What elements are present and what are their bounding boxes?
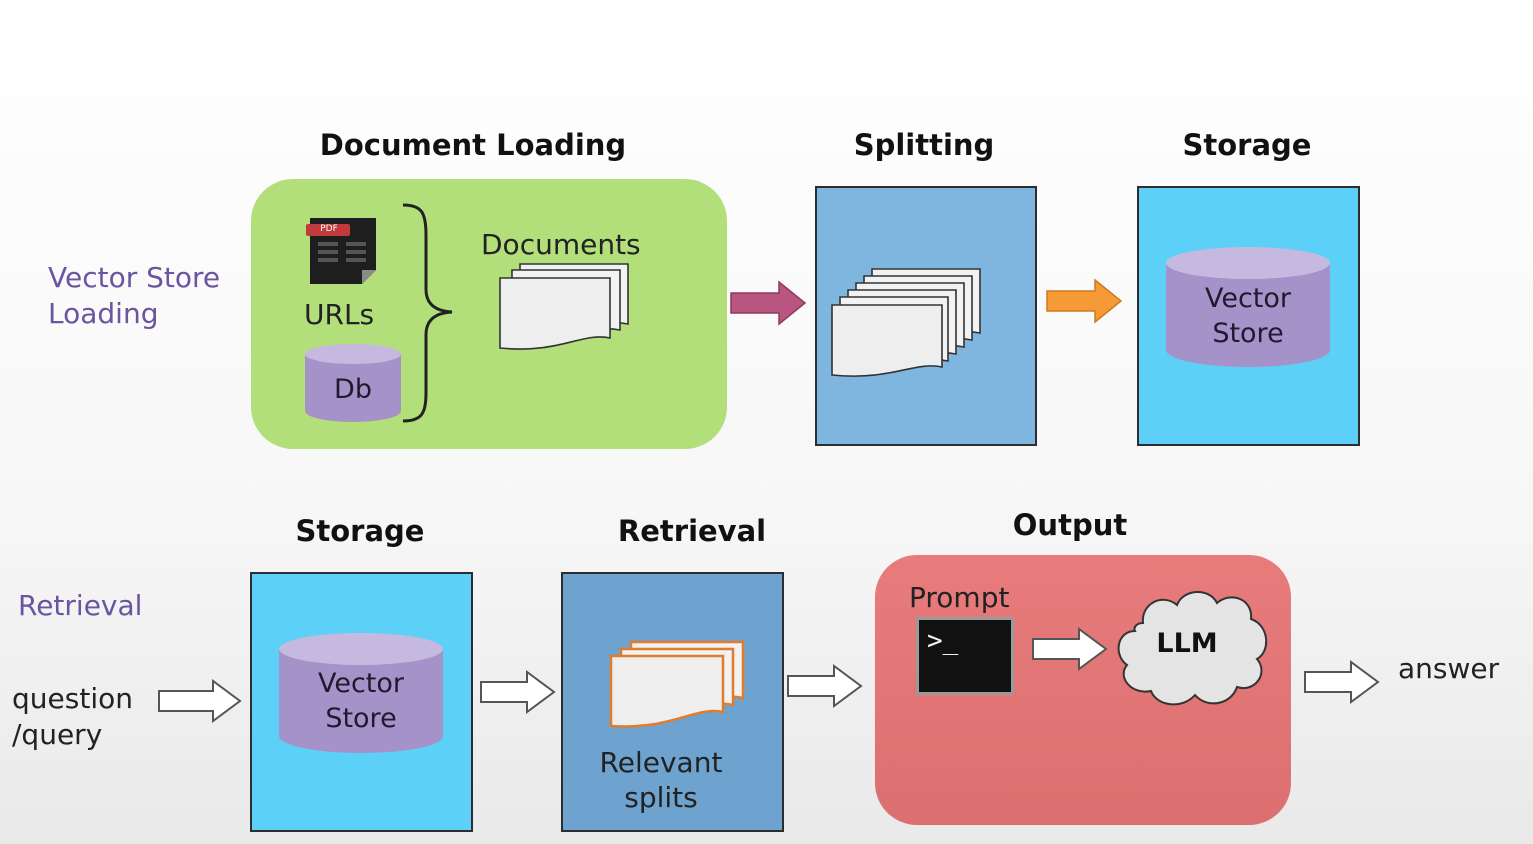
heading-retrieval: Retrieval bbox=[617, 514, 767, 548]
arrow-prompt-to-llm bbox=[1032, 627, 1108, 671]
db-label: Db bbox=[334, 374, 372, 405]
pdf-document-icon bbox=[306, 218, 376, 284]
arrow-to-splitting bbox=[730, 280, 807, 326]
heading-output: Output bbox=[1012, 508, 1128, 542]
llm-label: LLM bbox=[1156, 628, 1218, 659]
retrieval-box bbox=[561, 572, 784, 832]
urls-label: URLs bbox=[304, 298, 375, 331]
answer-label: answer bbox=[1398, 652, 1500, 685]
arrow-question-to-storage bbox=[158, 679, 242, 723]
vector-store-line-2: Store bbox=[325, 703, 397, 734]
vector-store-loading-label: Vector Store Loading bbox=[48, 260, 220, 332]
db-cylinder-icon bbox=[305, 344, 401, 422]
arrow-to-answer bbox=[1304, 660, 1380, 704]
side-label-line-1: Vector Store bbox=[48, 261, 221, 294]
vector-store-line-1: Vector bbox=[1204, 283, 1292, 314]
vector-store-label-bottom: Vector Store bbox=[278, 666, 444, 736]
relevant-line-2: splits bbox=[624, 781, 698, 814]
heading-splitting: Splitting bbox=[853, 128, 995, 162]
vector-store-cylinder-top bbox=[1166, 247, 1330, 367]
relevant-line-1: Relevant bbox=[599, 746, 723, 779]
arrow-retrieval-to-output bbox=[787, 664, 863, 708]
split-documents-icon bbox=[831, 268, 981, 377]
relevant-splits-icon bbox=[609, 640, 745, 728]
terminal-prompt-icon: >_ bbox=[916, 617, 1014, 695]
arrow-storage-to-retrieval bbox=[480, 670, 556, 714]
vector-store-line-2: Store bbox=[1212, 318, 1284, 349]
vector-store-line-1: Vector bbox=[317, 668, 405, 699]
question-line-1: question bbox=[12, 682, 133, 715]
heading-storage-top: Storage bbox=[1182, 128, 1312, 162]
curly-brace bbox=[402, 203, 453, 423]
relevant-splits-label: Relevant splits bbox=[561, 745, 761, 815]
prompt-label: Prompt bbox=[909, 581, 1010, 614]
question-line-2: /query bbox=[12, 718, 103, 751]
pdf-badge-label: PDF bbox=[320, 224, 338, 234]
vector-store-cylinder-bottom bbox=[279, 633, 443, 753]
heading-document-loading: Document Loading bbox=[319, 128, 627, 162]
documents-stack-icon bbox=[499, 263, 629, 350]
arrow-to-storage bbox=[1046, 278, 1123, 324]
cloud-icon bbox=[1117, 591, 1267, 706]
side-label-line-2: Loading bbox=[48, 297, 159, 330]
documents-label: Documents bbox=[481, 228, 641, 261]
heading-storage-bottom: Storage bbox=[295, 514, 425, 548]
terminal-glyph: >_ bbox=[927, 626, 959, 656]
question-query-label: question /query bbox=[12, 681, 133, 753]
vector-store-label-top: Vector Store bbox=[1165, 281, 1331, 351]
retrieval-side-label: Retrieval bbox=[18, 589, 143, 622]
